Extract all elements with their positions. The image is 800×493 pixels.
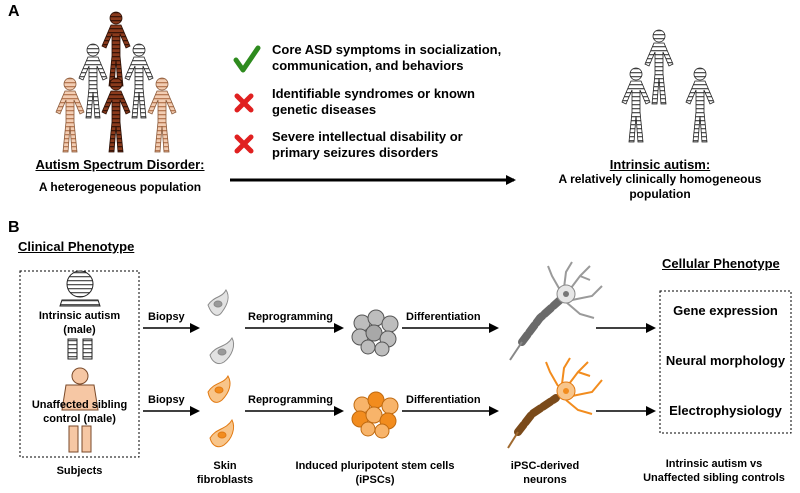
person-figure [685,67,715,143]
asd-title: Autism Spectrum Disorder: [35,157,205,172]
criterion-3-line-2: primary seizures disorders [272,145,439,160]
intrinsic-subtitle-2: population [629,187,691,201]
cross-icon [234,93,254,113]
subject-autism-label-2: (male) [63,324,96,336]
ipsc-grey-colony [351,309,399,357]
outcomes-box [659,290,792,434]
criterion-1-line-1: Core ASD symptoms in socialization, [272,42,502,57]
cross-icon [234,134,254,154]
person-figure [101,11,131,87]
ipsc-orange-colony [351,391,399,439]
subject-autism-label-1: Intrinsic autism [38,310,121,322]
cellular-phenotype-title: Cellular Phenotype [662,256,780,271]
caption-ipsc-1: Induced pluripotent stem cells [295,460,455,472]
outcome-electrophysiology: Electrophysiology [669,403,782,418]
autism-subject-figure [59,270,101,360]
person-figure [644,29,674,105]
fibroblast-grey-cells [207,289,235,365]
caption-ipsc-2: (iPSCs) [355,474,395,486]
asd-subtitle: A heterogeneous population [38,180,202,194]
person-figure [147,77,177,153]
fibroblast-orange-cells [207,374,235,448]
asd-population-figures [55,11,177,153]
neuron-orange [507,357,603,449]
person-figure [55,77,85,153]
caption-neurons-1: iPSC-derived [510,460,580,472]
control-subject-figure [61,367,99,453]
intrinsic-subtitle-1: A relatively clinically homogeneous [558,172,762,186]
differentiation-label-control: Differentiation [406,394,481,406]
differentiation-label-autism: Differentiation [406,311,481,323]
comparison-caption-1: Intrinsic autism vs [665,458,763,470]
clinical-phenotype-title: Clinical Phenotype [18,239,135,254]
criterion-1-line-2: communication, and behaviors [272,58,464,73]
person-figure [78,43,108,119]
reprogramming-label-control: Reprogramming [248,394,333,406]
subject-control-label-1: Unaffected sibling [31,399,128,411]
person-figure [124,43,154,119]
biopsy-label-control: Biopsy [148,394,185,406]
comparison-caption-2: Unaffected sibling controls [643,472,785,484]
check-icon [233,45,261,73]
criterion-2-line-2: genetic diseases [272,102,377,117]
biopsy-label-autism: Biopsy [148,311,185,323]
outcome-neural-morphology: Neural morphology [665,353,786,368]
criterion-3-line-1: Severe intellectual disability or [272,129,463,144]
person-figure [101,77,131,153]
reprogramming-label-autism: Reprogramming [248,311,333,323]
panel-b-label: B [8,219,20,236]
subjects-caption: Subjects [56,465,103,477]
caption-skin-2: fibroblasts [196,474,254,486]
intrinsic-title: Intrinsic autism: [609,157,711,172]
neuron-grey [509,261,603,361]
caption-neurons-2: neurons [523,474,567,486]
intrinsic-population-figures [621,29,715,143]
outcome-gene-expression: Gene expression [673,303,778,318]
criterion-2-line-1: Identifiable syndromes or known [272,86,475,101]
caption-skin-1: Skin [213,460,237,472]
person-figure [621,67,651,143]
panel-a-label: A [8,3,20,20]
subjects-box [19,270,140,458]
subject-control-label-2: control (male) [43,413,116,425]
